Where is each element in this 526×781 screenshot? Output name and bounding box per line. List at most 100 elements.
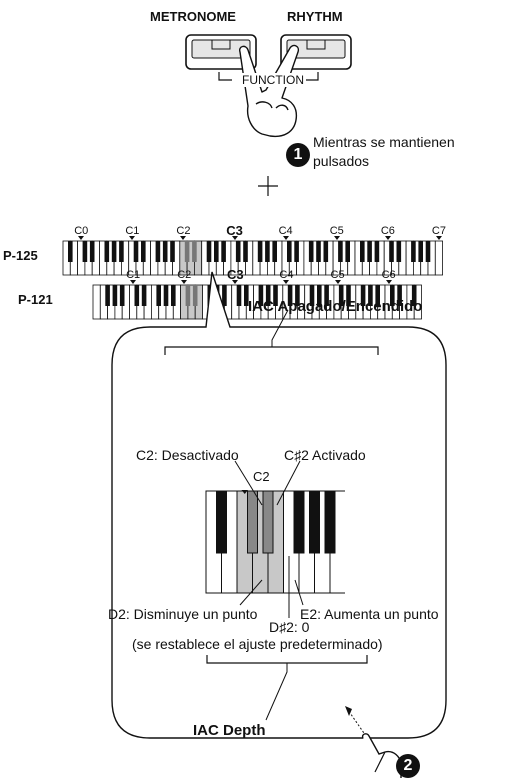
black-key — [82, 241, 88, 262]
black-key — [338, 285, 344, 306]
step-1-line-2: pulsados — [313, 153, 370, 169]
black-key — [206, 241, 212, 262]
rhythm-button[interactable] — [280, 34, 352, 70]
black-key — [68, 241, 73, 262]
black-key — [134, 285, 140, 306]
d2sharp-label: D♯2: 0 — [269, 619, 310, 635]
black-key — [244, 285, 249, 306]
octave-label: C2 — [176, 225, 191, 237]
depth-leader — [265, 663, 288, 721]
c2-off-label: C2: Desactivado — [136, 447, 239, 463]
black-key — [141, 285, 147, 306]
black-key — [265, 241, 270, 262]
octave-marker — [283, 280, 290, 284]
black-key — [324, 285, 329, 306]
detail-black-key-d2-sharp — [262, 490, 274, 554]
octave-marker — [385, 280, 392, 284]
black-key — [184, 241, 190, 262]
e2-leader — [294, 579, 304, 606]
step-2-pointer — [347, 709, 367, 737]
c2sharp-on-label: C♯2 Activado — [284, 447, 366, 463]
onoff-leader — [271, 309, 289, 347]
black-key — [294, 241, 299, 262]
octave-label: C3 — [226, 223, 243, 238]
e2-label: E2: Aumenta un punto — [300, 606, 439, 622]
detail-black-key-c2-sharp — [247, 490, 258, 554]
black-key — [367, 241, 372, 262]
iac-onoff-title: IAC Apagado/Encendido — [248, 298, 423, 315]
detail-keyboard — [205, 490, 345, 594]
octave-marker — [129, 236, 136, 240]
black-key — [222, 285, 227, 306]
black-key — [235, 241, 241, 262]
c2-key-label: C2 — [253, 469, 270, 484]
metronome-button[interactable] — [185, 34, 257, 70]
octave-label: C6 — [381, 269, 396, 281]
black-key — [162, 241, 168, 262]
function-bracket — [218, 72, 319, 81]
black-key — [170, 241, 175, 262]
black-key — [346, 285, 351, 306]
octave-marker — [435, 236, 442, 240]
black-key — [119, 285, 125, 306]
black-key — [360, 241, 365, 262]
black-key — [192, 241, 197, 262]
octave-marker — [231, 236, 238, 240]
p121-keyboard — [92, 284, 422, 320]
octave-marker — [232, 280, 239, 284]
black-key — [163, 285, 169, 306]
black-key — [390, 285, 395, 306]
step-1-line-1: Mientras se mantienen — [313, 134, 455, 150]
black-key — [418, 241, 423, 262]
black-key — [411, 241, 416, 262]
button-panel-drawing — [185, 34, 352, 196]
octave-marker — [181, 280, 188, 284]
black-key — [185, 285, 191, 306]
black-key — [375, 285, 380, 306]
octave-label: C7 — [431, 225, 446, 237]
black-key — [317, 285, 322, 306]
d2-leader — [239, 579, 263, 606]
black-key — [287, 285, 293, 306]
octave-label: C1 — [125, 225, 140, 237]
octave-marker — [282, 236, 289, 240]
rhythm-label: RHYTHM — [287, 9, 343, 24]
black-key — [89, 241, 95, 262]
detail-black-key-a-sharp — [216, 490, 227, 554]
detail-black-key-f-sharp — [293, 490, 305, 554]
octave-label: C5 — [330, 269, 345, 281]
octave-label: C2 — [177, 269, 192, 281]
octave-label: C4 — [278, 225, 293, 237]
step-1-badge: 1 — [286, 143, 310, 167]
octave-label: C1 — [126, 269, 141, 281]
hand-icon — [238, 44, 300, 138]
metronome-label: METRONOME — [150, 9, 236, 24]
iac-depth-title: IAC Depth — [193, 722, 266, 739]
step-2-badge: 2 — [396, 754, 420, 778]
function-label: FUNCTION — [240, 73, 306, 87]
black-key — [141, 241, 146, 262]
black-key — [258, 285, 264, 306]
black-key — [323, 241, 329, 262]
octave-marker — [78, 236, 85, 240]
black-key — [309, 285, 315, 306]
p121-model-label: P-121 — [18, 292, 53, 307]
black-key — [397, 285, 402, 306]
white-key — [434, 240, 443, 276]
octave-label: C5 — [329, 225, 344, 237]
black-key — [338, 241, 343, 262]
octave-marker — [180, 236, 187, 240]
black-key — [243, 241, 248, 262]
black-key — [155, 241, 161, 262]
black-key — [345, 241, 350, 262]
black-key — [425, 241, 431, 262]
d2-label: D2: Disminuye un punto — [108, 606, 258, 622]
octave-marker — [333, 236, 340, 240]
black-key — [273, 285, 278, 306]
black-key — [236, 285, 242, 306]
black-key — [360, 285, 366, 306]
black-key — [171, 285, 176, 306]
black-key — [272, 241, 277, 262]
black-key — [389, 241, 394, 262]
black-key — [374, 241, 380, 262]
